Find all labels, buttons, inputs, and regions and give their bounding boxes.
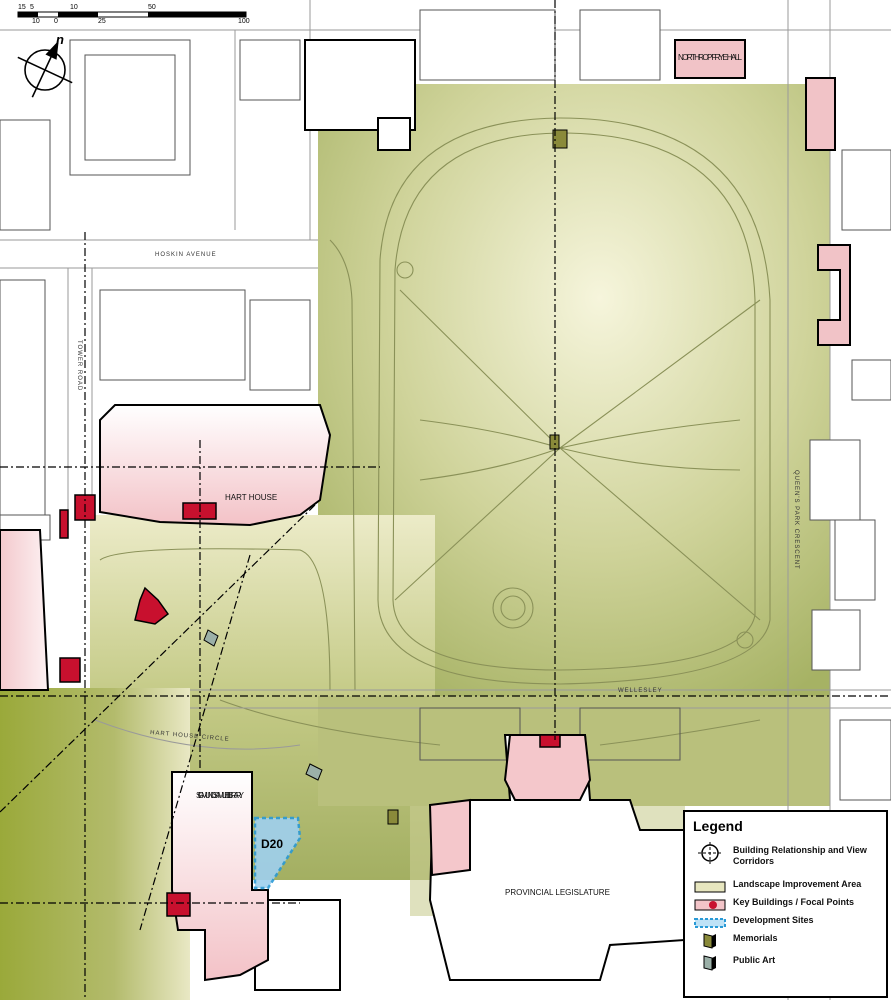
focal-point bbox=[59, 509, 69, 539]
legend-label: Memorials bbox=[733, 933, 778, 943]
legend-label: Key Buildings / Focal Points bbox=[733, 897, 855, 907]
legend-item-landscape: Landscape Improvement Area bbox=[693, 876, 888, 898]
north-label: n bbox=[56, 32, 64, 47]
label-hart-house: HART HOUSE bbox=[225, 493, 277, 502]
focal-points bbox=[59, 494, 561, 917]
key-building-swatch bbox=[694, 899, 726, 911]
landscape-swatch bbox=[694, 881, 726, 893]
label-sigmund-samuel: SIGMUND SAMUEL LIBRARY bbox=[196, 791, 245, 800]
label-northrop-frye: NORTHROP FRYE HALL bbox=[678, 53, 743, 62]
legend-item-view-corridors: Building Relationship and View Corridors bbox=[693, 842, 888, 866]
northrop-frye-hall-building bbox=[674, 39, 746, 79]
east-crescent-building bbox=[817, 244, 851, 346]
memorial-icon bbox=[703, 933, 716, 949]
legislature-centre-pink bbox=[503, 734, 592, 801]
west-field-area bbox=[0, 688, 190, 1000]
memorial-icon bbox=[552, 129, 568, 149]
key-buildings bbox=[0, 39, 851, 982]
crosshair-icon bbox=[698, 842, 722, 864]
scale-tick: 100 bbox=[238, 18, 250, 25]
legend-item-memorials: Memorials bbox=[693, 930, 888, 952]
north-arrow bbox=[17, 40, 73, 98]
legend-item-development: Development Sites bbox=[693, 912, 888, 934]
street-queens-park: QUEEN'S PARK CRESCENT bbox=[793, 470, 799, 570]
scale-tick: 15 bbox=[18, 4, 26, 11]
west-building bbox=[0, 529, 50, 691]
focal-point bbox=[166, 892, 191, 917]
memorials bbox=[203, 129, 568, 825]
development-site-d20 bbox=[253, 816, 302, 890]
focal-point bbox=[134, 586, 170, 625]
legend-item-public-art: Public Art bbox=[693, 952, 888, 974]
legend-label: Development Sites bbox=[733, 915, 814, 925]
legend-title: Legend bbox=[693, 818, 743, 834]
public-art-icon bbox=[203, 629, 219, 647]
legend: Legend Building Relationship and View Co… bbox=[683, 810, 888, 998]
hart-house-building bbox=[99, 404, 332, 527]
public-art-icon bbox=[703, 955, 716, 971]
scale-tick: 10 bbox=[70, 4, 78, 11]
legislature-west-pink bbox=[428, 798, 471, 877]
focal-point bbox=[59, 657, 81, 683]
dashed-blue-swatch bbox=[694, 918, 726, 928]
scale-bar bbox=[17, 11, 247, 18]
legend-label: Public Art bbox=[733, 955, 776, 965]
legend-item-key-buildings: Key Buildings / Focal Points bbox=[693, 894, 888, 916]
street-hoskin: HOSKIN AVENUE bbox=[155, 252, 217, 258]
scale-tick: 5 bbox=[30, 4, 34, 11]
legend-label: Building Relationship and View Corridors bbox=[733, 845, 867, 866]
scale-tick: 50 bbox=[148, 4, 156, 11]
public-art-icon bbox=[305, 763, 323, 781]
scale-tick: 10 bbox=[32, 18, 40, 25]
memorial-icon bbox=[387, 809, 399, 825]
street-tower-road: TOWER ROAD bbox=[76, 340, 82, 391]
legend-label: Landscape Improvement Area bbox=[733, 879, 862, 889]
label-provincial-legislature: PROVINCIAL LEGISLATURE bbox=[505, 888, 610, 897]
scale-tick: 25 bbox=[98, 18, 106, 25]
street-wellesley: WELLESLEY bbox=[618, 688, 663, 694]
park-paths bbox=[99, 117, 771, 746]
street-hart-house-circle: HART HOUSE CIRCLE bbox=[150, 730, 230, 743]
label-d20: D20 bbox=[261, 837, 283, 851]
scale-tick: 0 bbox=[54, 18, 58, 25]
victoria-building bbox=[805, 77, 836, 151]
